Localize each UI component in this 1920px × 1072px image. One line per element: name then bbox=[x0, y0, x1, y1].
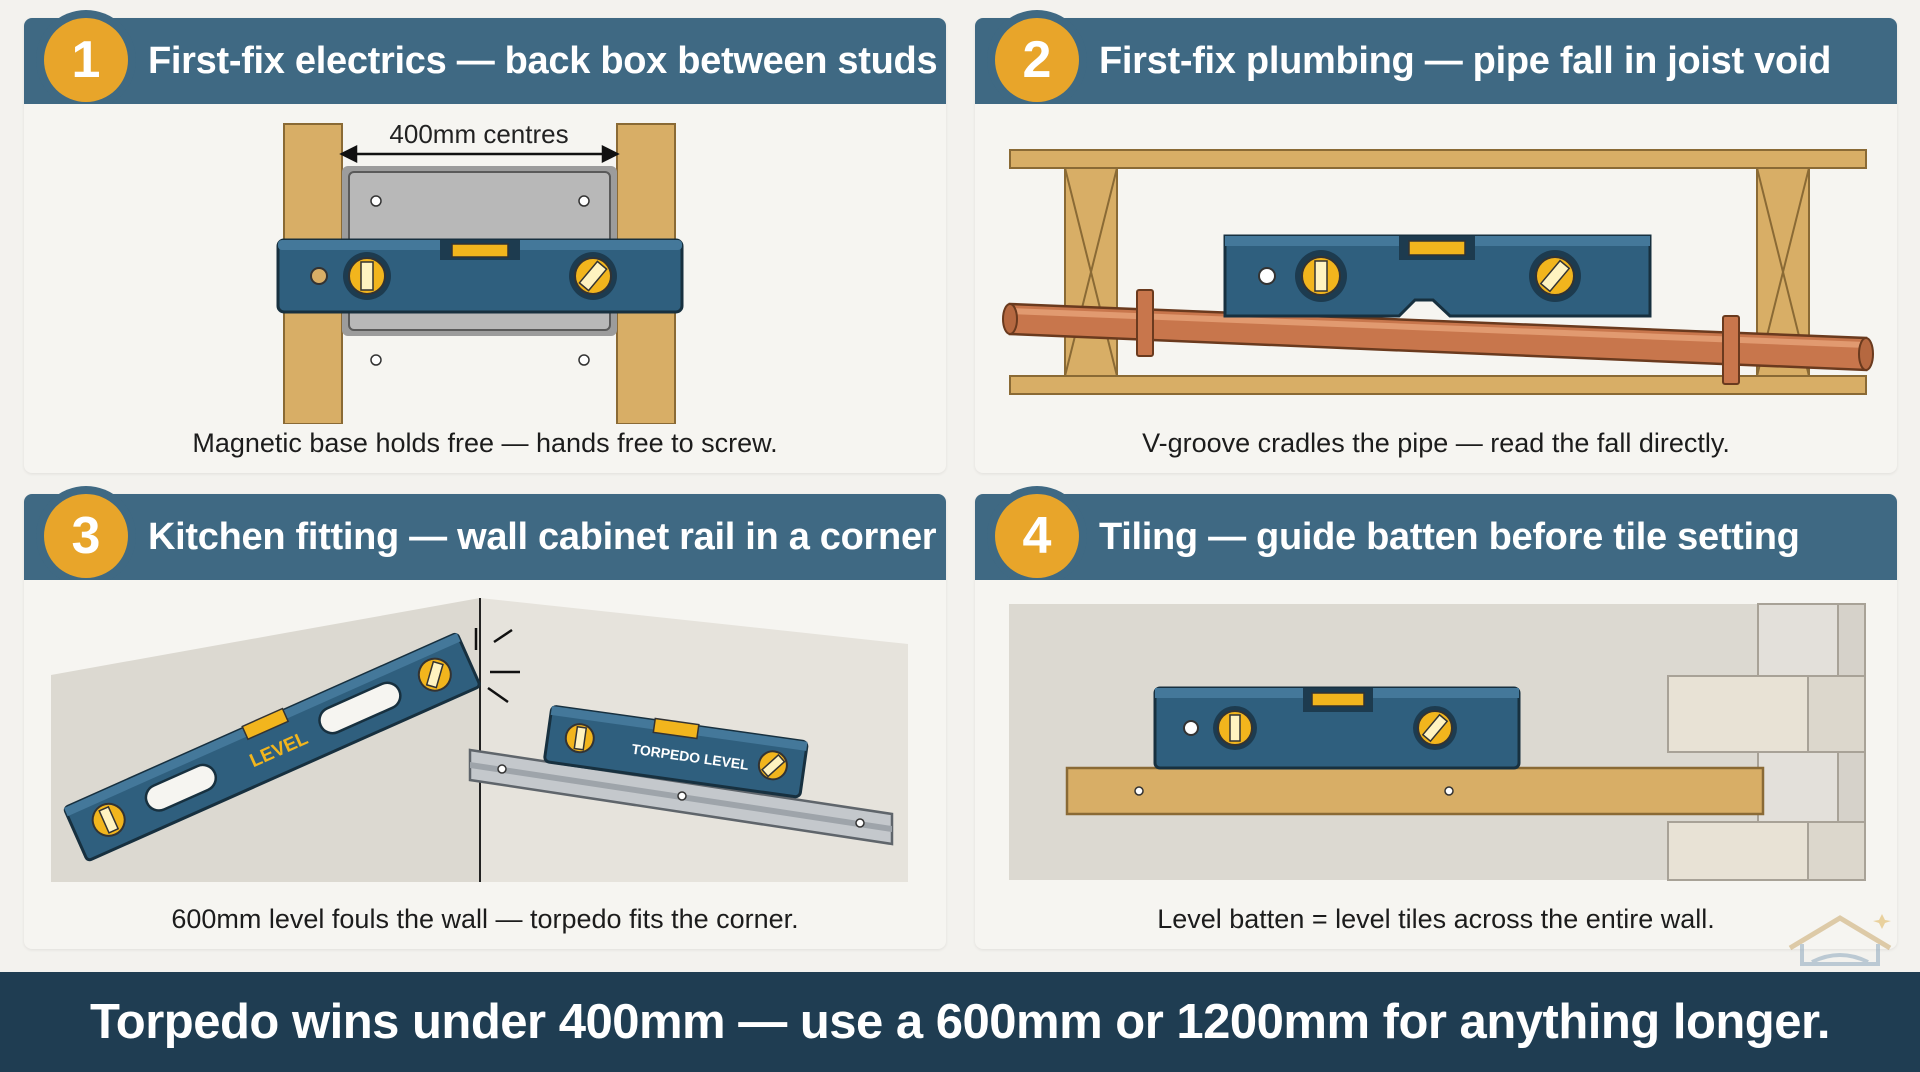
panel-tiling: 4 Tiling — guide batten before tile sett… bbox=[975, 486, 1897, 949]
tiling-illustration bbox=[975, 580, 1897, 900]
spirit-level-icon bbox=[1223, 234, 1652, 318]
plumbing-illustration bbox=[975, 104, 1897, 424]
panel-caption: Magnetic base holds free — hands free to… bbox=[192, 428, 778, 458]
panel-caption: Level batten = level tiles across the en… bbox=[1157, 904, 1715, 934]
top-joist bbox=[1009, 149, 1867, 169]
panel-header: 4 Tiling — guide batten before tile sett… bbox=[975, 486, 1897, 586]
step-badge: 3 bbox=[36, 486, 136, 586]
step-number: 4 bbox=[995, 494, 1079, 578]
electrics-illustration: 400mm centres bbox=[24, 104, 946, 424]
panel-title: First-fix electrics — back box between s… bbox=[148, 40, 938, 82]
kitchen-corner-illustration: LEVEL TORPEDO LEVEL bbox=[24, 580, 946, 900]
panel-kitchen: 3 Kitchen fitting — wall cabinet rail in… bbox=[24, 486, 946, 949]
pipe-clip bbox=[1136, 289, 1740, 385]
panel-caption: 600mm level fouls the wall — torpedo fit… bbox=[171, 904, 799, 934]
panel-caption: V-groove cradles the pipe — read the fal… bbox=[1142, 428, 1730, 458]
step-number: 2 bbox=[995, 18, 1079, 102]
guide-batten bbox=[1065, 766, 1765, 816]
panel-title: Tiling — guide batten before tile settin… bbox=[1099, 516, 1800, 558]
panel-header: 3 Kitchen fitting — wall cabinet rail in… bbox=[24, 486, 946, 586]
panel-header: 2 First-fix plumbing — pipe fall in jois… bbox=[975, 10, 1897, 110]
panel-title: First-fix plumbing — pipe fall in joist … bbox=[1099, 40, 1832, 82]
step-number: 3 bbox=[44, 494, 128, 578]
panel-title: Kitchen fitting — wall cabinet rail in a… bbox=[148, 516, 937, 558]
dimension-arrow bbox=[339, 144, 620, 164]
spirit-level-icon bbox=[276, 238, 684, 314]
step-number: 1 bbox=[44, 18, 128, 102]
panel-electrics: 1 First-fix electrics — back box between… bbox=[24, 10, 946, 473]
step-badge: 1 bbox=[36, 10, 136, 110]
cabinet-rail bbox=[468, 748, 894, 846]
bottom-joist bbox=[1009, 375, 1867, 395]
copper-pipe bbox=[1002, 302, 1874, 372]
step-badge: 4 bbox=[987, 486, 1087, 586]
dimension-label: 400mm centres bbox=[389, 119, 568, 149]
spirit-level-icon: LEVEL bbox=[63, 632, 481, 862]
panel-header: 1 First-fix electrics — back box between… bbox=[24, 10, 946, 110]
step-badge: 2 bbox=[987, 10, 1087, 110]
house-book-logo-icon bbox=[1788, 914, 1892, 966]
panel-plumbing: 2 First-fix plumbing — pipe fall in jois… bbox=[975, 10, 1897, 473]
spirit-level-icon bbox=[1153, 686, 1521, 770]
spirit-level-icon: TORPEDO LEVEL bbox=[543, 705, 809, 799]
footer-banner: Torpedo wins under 400mm — use a 600mm o… bbox=[0, 972, 1920, 1072]
tile-stack bbox=[1667, 603, 1866, 881]
